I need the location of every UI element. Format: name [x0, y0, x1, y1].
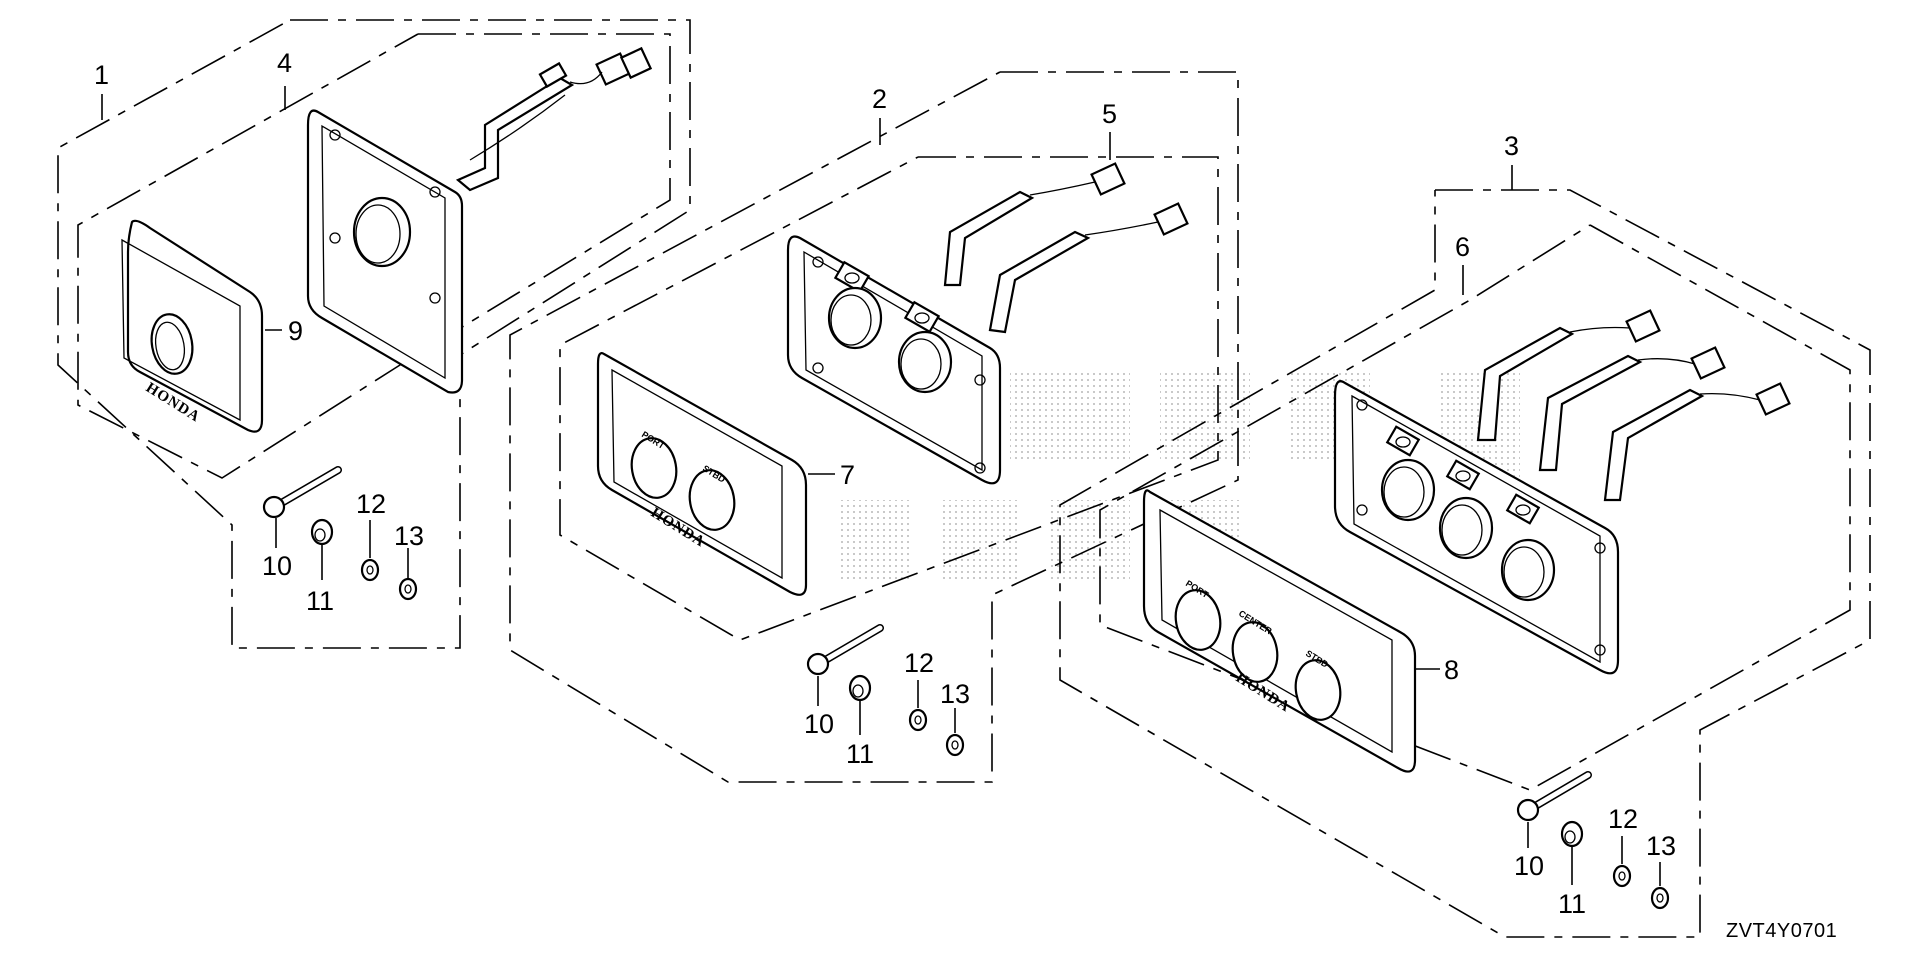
part-12-washer[interactable] [1612, 864, 1632, 888]
part-8-cover[interactable]: PORT CENTER STBD HONDA [1142, 489, 1417, 773]
callout-13[interactable]: 13 [394, 521, 424, 551]
callout-10[interactable]: 10 [1514, 851, 1544, 881]
part-11-nut[interactable] [848, 674, 872, 702]
callout-2[interactable]: 2 [872, 84, 887, 114]
part-9-cover[interactable]: HONDA [121, 219, 264, 433]
callout-1[interactable]: 1 [94, 60, 109, 90]
callout-leaders [101, 86, 1513, 670]
callout-7[interactable]: 7 [840, 460, 855, 490]
group-3-boundary [1059, 189, 1871, 938]
part-13-washer[interactable] [1650, 886, 1670, 910]
hardware-group-3 [1516, 771, 1670, 910]
callout-11[interactable]: 11 [1558, 889, 1586, 919]
part-10-screw[interactable] [1516, 771, 1592, 822]
group-1-boundary [57, 19, 691, 649]
part-12-washer[interactable] [908, 708, 928, 732]
callout-13[interactable]: 13 [940, 679, 970, 709]
part-13-washer[interactable] [945, 733, 965, 757]
callout-8[interactable]: 8 [1444, 655, 1459, 685]
part-5-switch-housing[interactable] [786, 162, 1189, 485]
figure-code: ZVT4Y0701 [1726, 920, 1837, 942]
hardware-group-2 [806, 624, 965, 757]
callout-13[interactable]: 13 [1646, 831, 1676, 861]
callout-11[interactable]: 11 [306, 586, 334, 616]
group-4-boundary [77, 33, 671, 479]
callout-12[interactable]: 12 [904, 648, 934, 678]
callout-9[interactable]: 9 [288, 316, 303, 346]
part-10-screw[interactable] [806, 624, 884, 676]
group-1-outline [57, 19, 691, 649]
part-11-nut[interactable] [1560, 820, 1584, 848]
group-2-boundary [509, 71, 1239, 783]
part-7-cover[interactable]: PORT STBD HONDA [596, 352, 808, 596]
callout-5[interactable]: 5 [1102, 99, 1117, 129]
callout-3[interactable]: 3 [1504, 131, 1519, 161]
part-12-washer[interactable] [360, 558, 380, 582]
callout-11[interactable]: 11 [846, 739, 874, 769]
callout-4[interactable]: 4 [277, 48, 292, 78]
part-4-switch-housing[interactable] [306, 46, 653, 394]
part-10-screw[interactable] [262, 466, 342, 519]
callout-6[interactable]: 6 [1455, 232, 1470, 262]
group-5-boundary [559, 156, 1219, 641]
part-13-washer[interactable] [398, 577, 418, 601]
callout-12[interactable]: 12 [1608, 804, 1638, 834]
group-2-outline [509, 71, 1239, 783]
callout-10[interactable]: 10 [804, 709, 834, 739]
callout-12[interactable]: 12 [356, 489, 386, 519]
callout-labels: 1 4 2 5 3 6 9 7 8 10 11 12 13 10 11 12 1… [94, 48, 1837, 942]
part-6-switch-housing[interactable] [1333, 309, 1791, 675]
hardware-group-1 [262, 466, 418, 601]
part-11-nut[interactable] [310, 518, 334, 546]
callout-10[interactable]: 10 [262, 551, 292, 581]
